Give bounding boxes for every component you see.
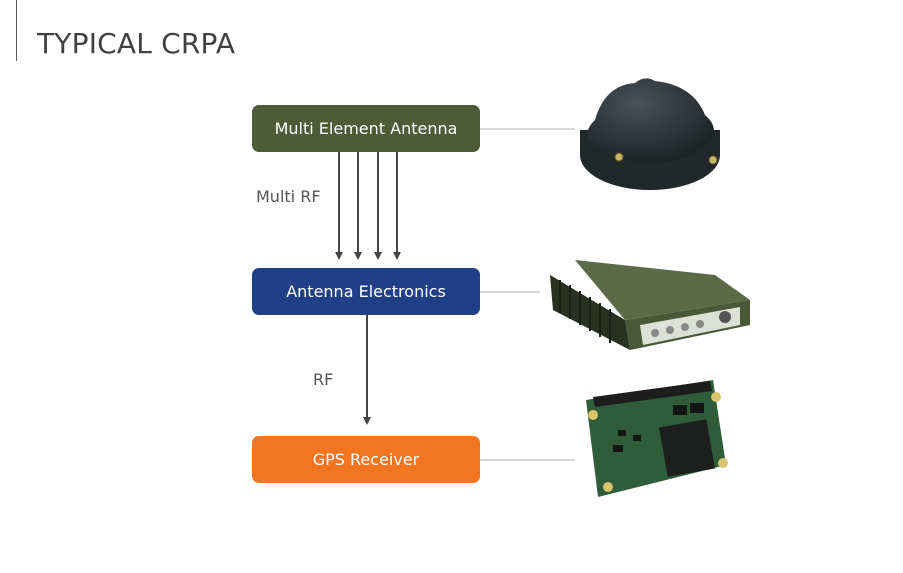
receiver-board-image bbox=[586, 380, 728, 497]
antenna-puck-image bbox=[580, 78, 720, 190]
electronics-enclosure-image bbox=[550, 260, 750, 350]
edge-label-rf: RF bbox=[313, 370, 334, 389]
node-gps-receiver: GPS Receiver bbox=[252, 436, 480, 483]
node-multi-element-antenna: Multi Element Antenna bbox=[252, 105, 480, 152]
title-accent-bar bbox=[16, 0, 17, 61]
node-antenna-electronics: Antenna Electronics bbox=[252, 268, 480, 315]
edge-label-multi-rf: Multi RF bbox=[256, 187, 321, 206]
slide-title: TYPICAL CRPA bbox=[37, 27, 236, 60]
